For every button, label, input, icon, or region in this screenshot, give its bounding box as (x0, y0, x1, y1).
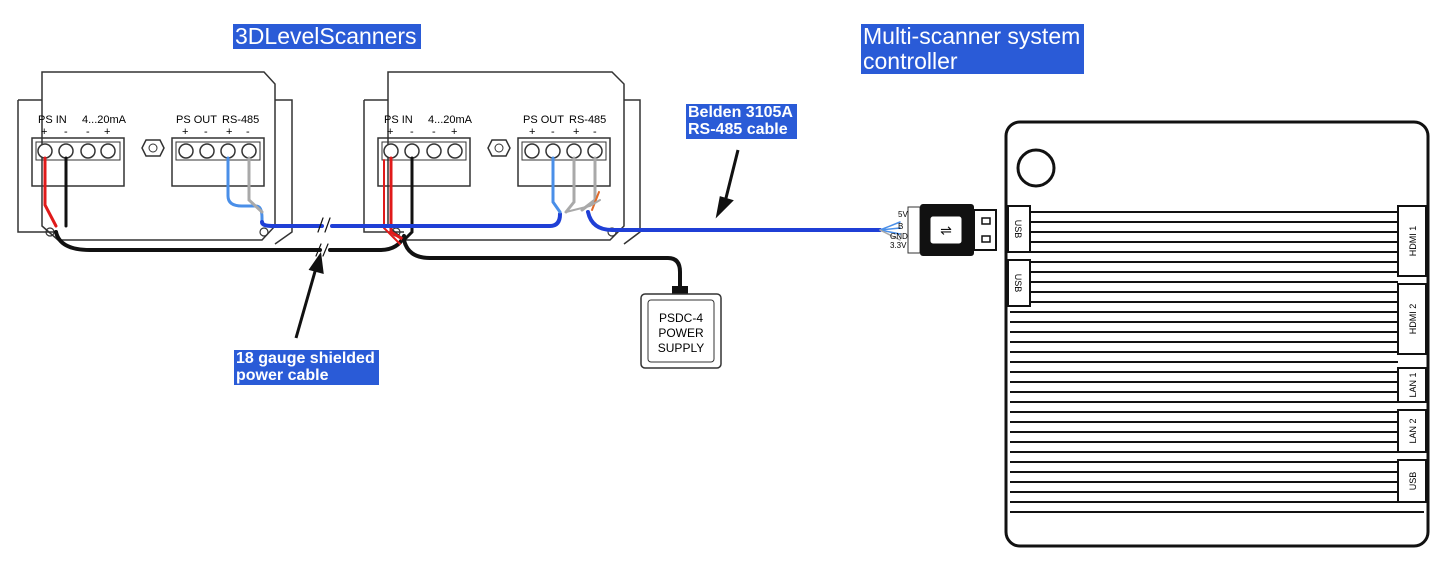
polarity-minus: - (551, 126, 555, 138)
terminal-block (171, 137, 265, 187)
usb-port-label: USB (1408, 472, 1418, 491)
controller-callout: Multi-scanner system controller (861, 24, 1085, 74)
polarity-plus: + (387, 126, 393, 138)
rs485-pointer-arrow (722, 149, 740, 207)
rs485-label: RS-485 (569, 114, 606, 126)
analog-label: 4...20mA (428, 114, 473, 126)
usb-port-right (1397, 459, 1427, 503)
polarity-plus: + (573, 126, 579, 138)
polarity-minus: - (64, 126, 68, 138)
adapter-pin-5v: 5V (898, 210, 908, 219)
usb-port-label: USB (1013, 220, 1023, 239)
cooling-fins (1010, 211, 1424, 513)
polarity-minus: - (410, 126, 414, 138)
power-button-icon (1016, 148, 1056, 188)
adapter-pin-b: B (898, 222, 903, 231)
ps-in-label: PS IN (384, 114, 413, 126)
hdmi-1-label: HDMI 1 (1408, 226, 1418, 257)
analog-label: 4...20mA (82, 114, 127, 126)
power-supply-line-1: PSDC-4 (659, 311, 703, 325)
lan-1-label: LAN 1 (1408, 372, 1418, 397)
polarity-plus: + (451, 126, 457, 138)
lan-2-port (1397, 409, 1427, 453)
polarity-plus: + (41, 126, 47, 138)
power-cable (43, 156, 682, 294)
cable-gland-nut (487, 139, 511, 157)
polarity-minus: - (432, 126, 436, 138)
hdmi-2-label: HDMI 2 (1408, 304, 1418, 335)
terminal-block (377, 137, 471, 187)
rs485-label: RS-485 (222, 114, 259, 126)
polarity-minus: - (593, 126, 597, 138)
usb-port-label: USB (1013, 274, 1023, 293)
lan-2-label: LAN 2 (1408, 418, 1418, 443)
polarity-plus: + (182, 126, 188, 138)
psdc-4-power-supply: PSDC-4 POWER SUPPLY (640, 286, 722, 369)
scanners-callout: 3DLevelScanners (233, 24, 421, 49)
pointer-arrows (294, 149, 740, 339)
power-supply-line-2: POWER (658, 326, 704, 340)
usb-icon: ⇌ (940, 222, 952, 238)
scanner-2: PS IN 4...20mA PS OUT RS-485 + - - + + -… (363, 71, 641, 245)
polarity-plus: + (104, 126, 110, 138)
usb-port-left-1 (1007, 205, 1031, 253)
polarity-plus: + (529, 126, 535, 138)
cable-gland-nut (141, 139, 165, 157)
power-cable-pointer-arrow (294, 267, 318, 339)
adapter-pin-gnd: GND (890, 232, 908, 241)
hdmi-2-port (1397, 283, 1427, 355)
polarity-plus: + (226, 126, 232, 138)
polarity-minus: - (246, 126, 250, 138)
rs485-cable-callout: Belden 3105A RS-485 cable (686, 104, 797, 139)
power-supply-line-3: SUPPLY (658, 341, 704, 355)
ps-in-label: PS IN (38, 114, 67, 126)
power-cable-callout: 18 gauge shielded power cable (234, 350, 379, 385)
terminal-block (31, 137, 125, 187)
lan-1-port (1397, 367, 1427, 403)
multi-scanner-controller: USB USB HDMI 1 HDMI 2 LAN 1 LAN 2 USB (1004, 120, 1430, 548)
scanner-1: PS IN 4...20mA PS OUT RS-485 + - - + + -… (17, 71, 293, 245)
polarity-minus: - (86, 126, 90, 138)
usb-port-left-2 (1007, 259, 1031, 307)
rs485-cable (226, 156, 901, 241)
hdmi-1-port (1397, 205, 1427, 277)
terminal-block (517, 137, 611, 187)
polarity-minus: - (204, 126, 208, 138)
ps-out-label: PS OUT (523, 114, 564, 126)
ps-out-label: PS OUT (176, 114, 217, 126)
usb-rs485-adapter: ⇌ 5V B GND 3.3V (890, 204, 997, 256)
arrow-head-icon (308, 251, 324, 275)
arrow-head-icon (715, 196, 734, 219)
adapter-pin-3v3: 3.3V (890, 241, 907, 250)
